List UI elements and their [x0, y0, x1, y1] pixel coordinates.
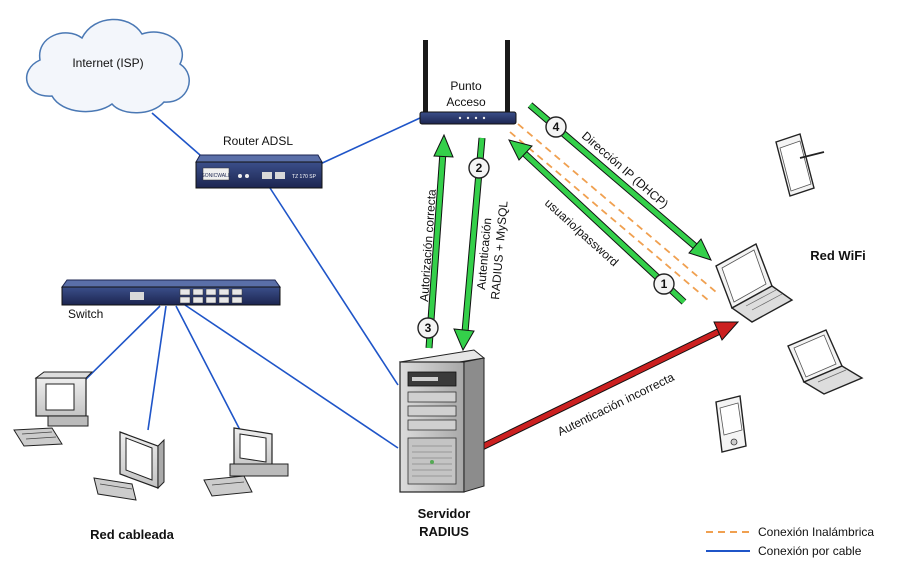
- wireless-connections: [509, 123, 717, 301]
- tablet-device: [775, 133, 825, 197]
- wireless-line-2: [509, 131, 709, 301]
- router-brand: SONICWALL: [201, 173, 230, 179]
- cable-connections: [79, 112, 421, 449]
- cable-switch-pc1: [79, 305, 161, 386]
- desktop-pc-1: [13, 371, 94, 447]
- legend: Conexión Inalámbrica Conexión por cable: [706, 525, 874, 558]
- cable-switch-pc3: [175, 305, 241, 431]
- desktop-pc-3: [203, 427, 289, 497]
- step-badge-3: 3: [417, 317, 439, 339]
- server-label-1: Servidor: [418, 506, 471, 521]
- laptop-device-1: [715, 242, 794, 323]
- router-model: TZ 170 SP: [292, 174, 317, 180]
- cable-internet-router: [151, 112, 201, 156]
- label-dhcp: Dirección IP (DHCP): [579, 129, 671, 212]
- router-device: SONICWALL TZ 170 SP Router ADSL: [195, 134, 323, 189]
- radius-server: Servidor RADIUS: [398, 349, 486, 539]
- step-3-number: 3: [425, 321, 432, 335]
- step-badge-4: 4: [545, 116, 567, 138]
- wifi-network-label: Red WiFi: [810, 248, 866, 263]
- smartphone-device: [715, 395, 747, 453]
- label-auth-mysql-1: Autenticación: [474, 217, 494, 290]
- step-badge-2: 2: [468, 157, 490, 179]
- label-auth-mysql-2: RADIUS + MySQL: [488, 200, 511, 300]
- step-2-number: 2: [476, 161, 483, 175]
- switch-label: Switch: [68, 307, 103, 321]
- cable-switch-server: [184, 304, 399, 449]
- step-badge-1: 1: [653, 273, 675, 295]
- wireless-line-1: [517, 123, 717, 293]
- internet-label: Internet (ISP): [72, 56, 143, 70]
- step-4-number: 4: [553, 120, 560, 134]
- access-point-label-2: Acceso: [446, 95, 486, 109]
- legend-wireless-label: Conexión Inalámbrica: [758, 525, 874, 539]
- wired-network-label: Red cableada: [90, 527, 175, 542]
- cable-switch-pc2: [147, 305, 167, 431]
- cable-router-accesspoint: [317, 117, 421, 166]
- step-1-number: 1: [661, 277, 668, 291]
- cable-router-server: [269, 187, 399, 386]
- router-label: Router ADSL: [223, 134, 293, 148]
- legend-cable-label: Conexión por cable: [758, 544, 862, 558]
- access-point-label-1: Punto: [450, 79, 482, 93]
- switch-device: Switch: [61, 279, 281, 321]
- access-point-device: Punto Acceso: [419, 40, 517, 125]
- server-label-2: RADIUS: [419, 524, 469, 539]
- internet-cloud: Internet (ISP): [25, 18, 190, 114]
- arrow-auth-ok: [425, 133, 454, 349]
- arrow-auth-fail: [480, 321, 740, 451]
- laptop-device-2: [787, 329, 864, 395]
- desktop-pc-2: [93, 431, 165, 501]
